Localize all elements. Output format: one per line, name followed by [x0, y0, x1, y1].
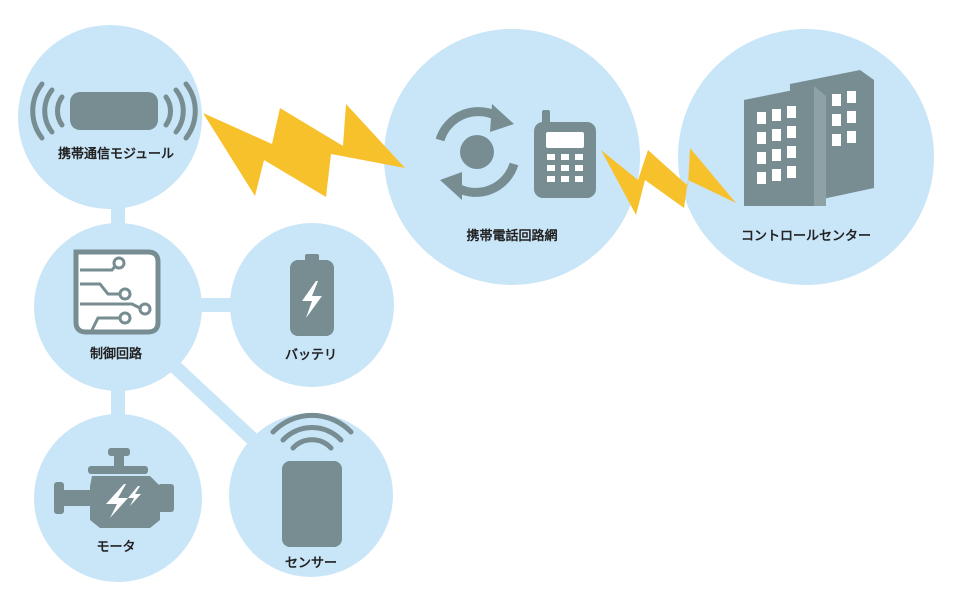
engine-icon — [54, 448, 174, 528]
node-mobile-network — [384, 29, 640, 285]
label-control-center: コントロールセンター — [741, 229, 871, 244]
connector-circuit-sensor — [165, 356, 267, 454]
label-sensor: センサー — [285, 556, 337, 571]
mobile-network-icon — [435, 104, 596, 200]
mobile-phone-icon — [534, 110, 596, 198]
label-comm-module: 携帯通信モジュール — [58, 146, 174, 162]
lightning-bolt-module-network — [203, 104, 405, 197]
building-icon — [744, 70, 874, 206]
label-mobile-network: 携帯電話回路網 — [466, 228, 557, 244]
label-motor: モータ — [96, 540, 135, 555]
label-control-circuit: 制御回路 — [90, 346, 143, 362]
label-battery: バッテリ — [285, 348, 337, 363]
circuit-board-icon — [73, 249, 161, 335]
sensor-icon — [270, 412, 354, 547]
battery-icon — [290, 254, 334, 336]
sync-arrows-icon — [435, 104, 519, 200]
lightning-bolt-network-center — [601, 148, 736, 215]
wireless-module-icon — [30, 81, 198, 141]
